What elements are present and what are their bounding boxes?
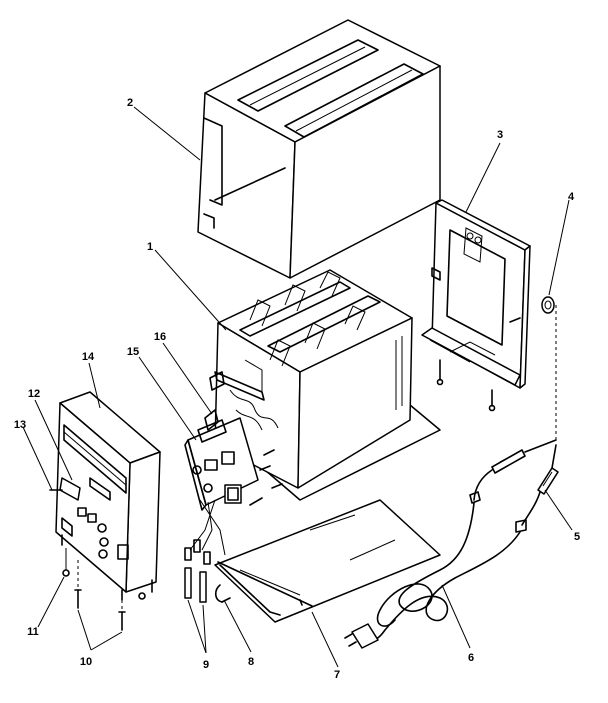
- callout-11: 11: [27, 626, 39, 638]
- end-panel-part: [421, 199, 531, 412]
- clip-part: [214, 584, 231, 603]
- outer-shell-part: [197, 19, 441, 279]
- callout-15: 15: [127, 346, 139, 358]
- callout-16: 16: [154, 331, 166, 343]
- callout-2: 2: [127, 97, 133, 109]
- leader-lines: [22, 106, 573, 668]
- callout-4: 4: [568, 191, 575, 203]
- callout-3: 3: [497, 129, 503, 141]
- fuse-connectors-part: [184, 539, 211, 603]
- callout-7: 7: [334, 669, 340, 681]
- cord-connector-part: [469, 439, 559, 533]
- callout-14: 14: [82, 351, 95, 363]
- crumb-tray-part: [214, 499, 441, 623]
- callout-6: 6: [468, 652, 474, 664]
- callout-12: 12: [28, 388, 40, 400]
- callout-5: 5: [574, 531, 580, 543]
- screws-part: [62, 548, 146, 631]
- front-panel-part: [49, 391, 161, 601]
- callout-13: 13: [14, 419, 26, 431]
- callout-10: 10: [80, 656, 92, 668]
- strain-relief-bushing-part: [541, 296, 557, 440]
- callout-9: 9: [203, 659, 209, 671]
- control-board-part: [184, 417, 283, 556]
- callout-labels: 2 1 3 4 5 6 7 8 9 10 11 12 13 14 15 16: [14, 97, 580, 681]
- power-cord-part: [344, 502, 521, 649]
- callout-1: 1: [147, 241, 153, 253]
- callout-8: 8: [248, 656, 254, 668]
